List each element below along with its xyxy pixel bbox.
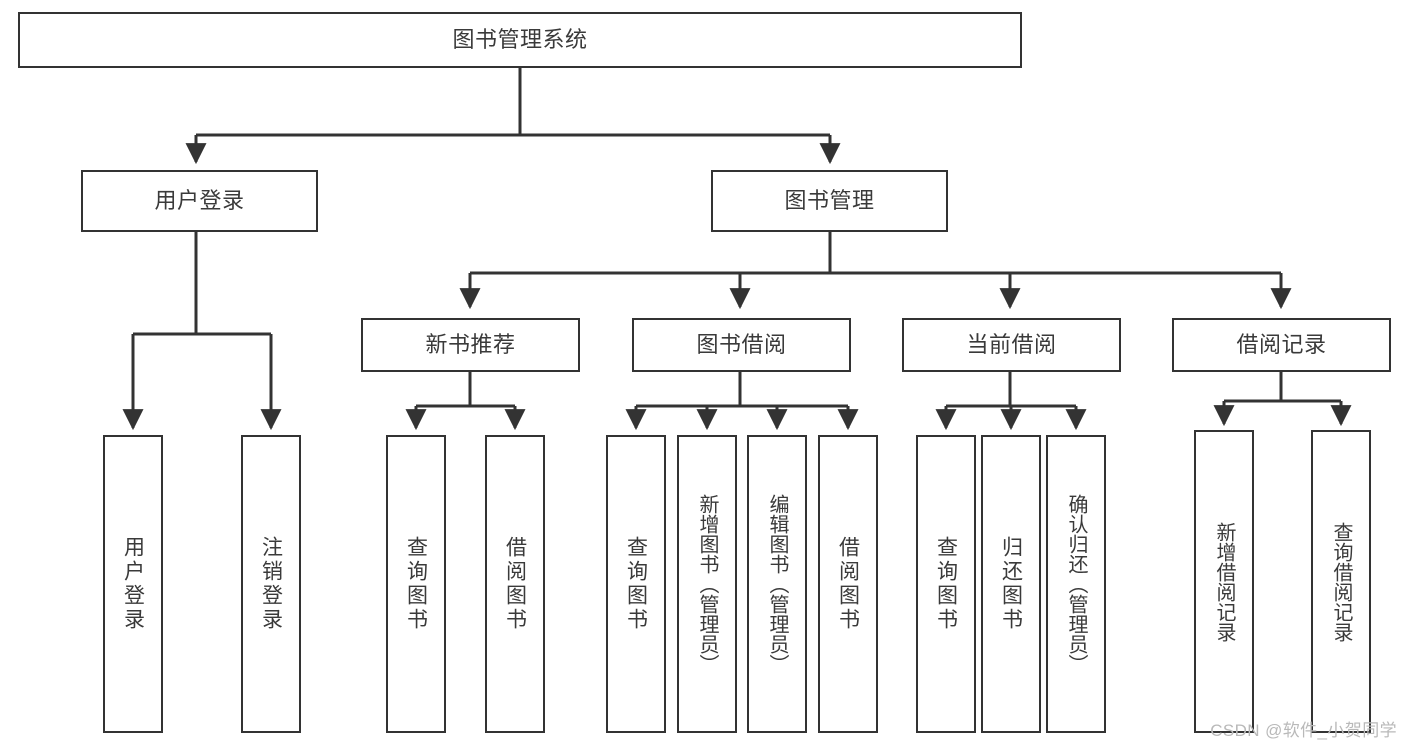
node-label: 用户登录	[154, 188, 245, 214]
node-label: 当前借阅	[966, 332, 1057, 358]
node-label: 确认归还（管理员）	[1065, 494, 1087, 674]
node-label: 注销登录	[259, 536, 283, 632]
node-label: 图书借阅	[696, 332, 787, 358]
leaf-record-query-record[interactable]: 查询借阅记录	[1311, 430, 1371, 733]
leaf-borrow-query-book[interactable]: 查询图书	[606, 435, 666, 733]
node-borrow-record[interactable]: 借阅记录	[1172, 318, 1391, 372]
node-label: 借阅图书	[503, 536, 527, 632]
leaf-borrow-edit-book[interactable]: 编辑图书（管理员）	[747, 435, 807, 733]
node-current-borrow[interactable]: 当前借阅	[902, 318, 1121, 372]
node-book-borrow[interactable]: 图书借阅	[632, 318, 851, 372]
node-new-book-recommend[interactable]: 新书推荐	[361, 318, 580, 372]
leaf-current-return-book[interactable]: 归还图书	[981, 435, 1041, 733]
node-root-system[interactable]: 图书管理系统	[18, 12, 1022, 68]
leaf-borrow-add-book[interactable]: 新增图书（管理员）	[677, 435, 737, 733]
node-label: 新增借阅记录	[1213, 521, 1235, 642]
node-label: 查询借阅记录	[1330, 521, 1352, 642]
leaf-new-book-borrow[interactable]: 借阅图书	[485, 435, 545, 733]
leaf-user-login-logout[interactable]: 注销登录	[241, 435, 301, 733]
leaf-new-book-query[interactable]: 查询图书	[386, 435, 446, 733]
node-user-login[interactable]: 用户登录	[81, 170, 318, 232]
node-label: 编辑图书（管理员）	[766, 494, 788, 674]
node-label: 借阅记录	[1236, 332, 1327, 358]
node-label: 图书管理系统	[452, 27, 588, 53]
node-label: 借阅图书	[836, 536, 860, 632]
node-label: 新书推荐	[425, 332, 516, 358]
leaf-current-query-book[interactable]: 查询图书	[916, 435, 976, 733]
leaf-borrow-borrow-book[interactable]: 借阅图书	[818, 435, 878, 733]
node-label: 用户登录	[121, 536, 145, 632]
node-book-management[interactable]: 图书管理	[711, 170, 948, 232]
node-label: 图书管理	[784, 188, 875, 214]
leaf-user-login-login[interactable]: 用户登录	[103, 435, 163, 733]
csdn-watermark: CSDN @软件_小贺同学	[1210, 721, 1397, 740]
node-label: 查询图书	[934, 536, 958, 632]
node-label: 查询图书	[404, 536, 428, 632]
leaf-current-confirm-return[interactable]: 确认归还（管理员）	[1046, 435, 1106, 733]
node-label: 新增图书（管理员）	[696, 494, 718, 674]
node-label: 查询图书	[624, 536, 648, 632]
node-label: 归还图书	[999, 536, 1023, 632]
leaf-record-add-record[interactable]: 新增借阅记录	[1194, 430, 1254, 733]
